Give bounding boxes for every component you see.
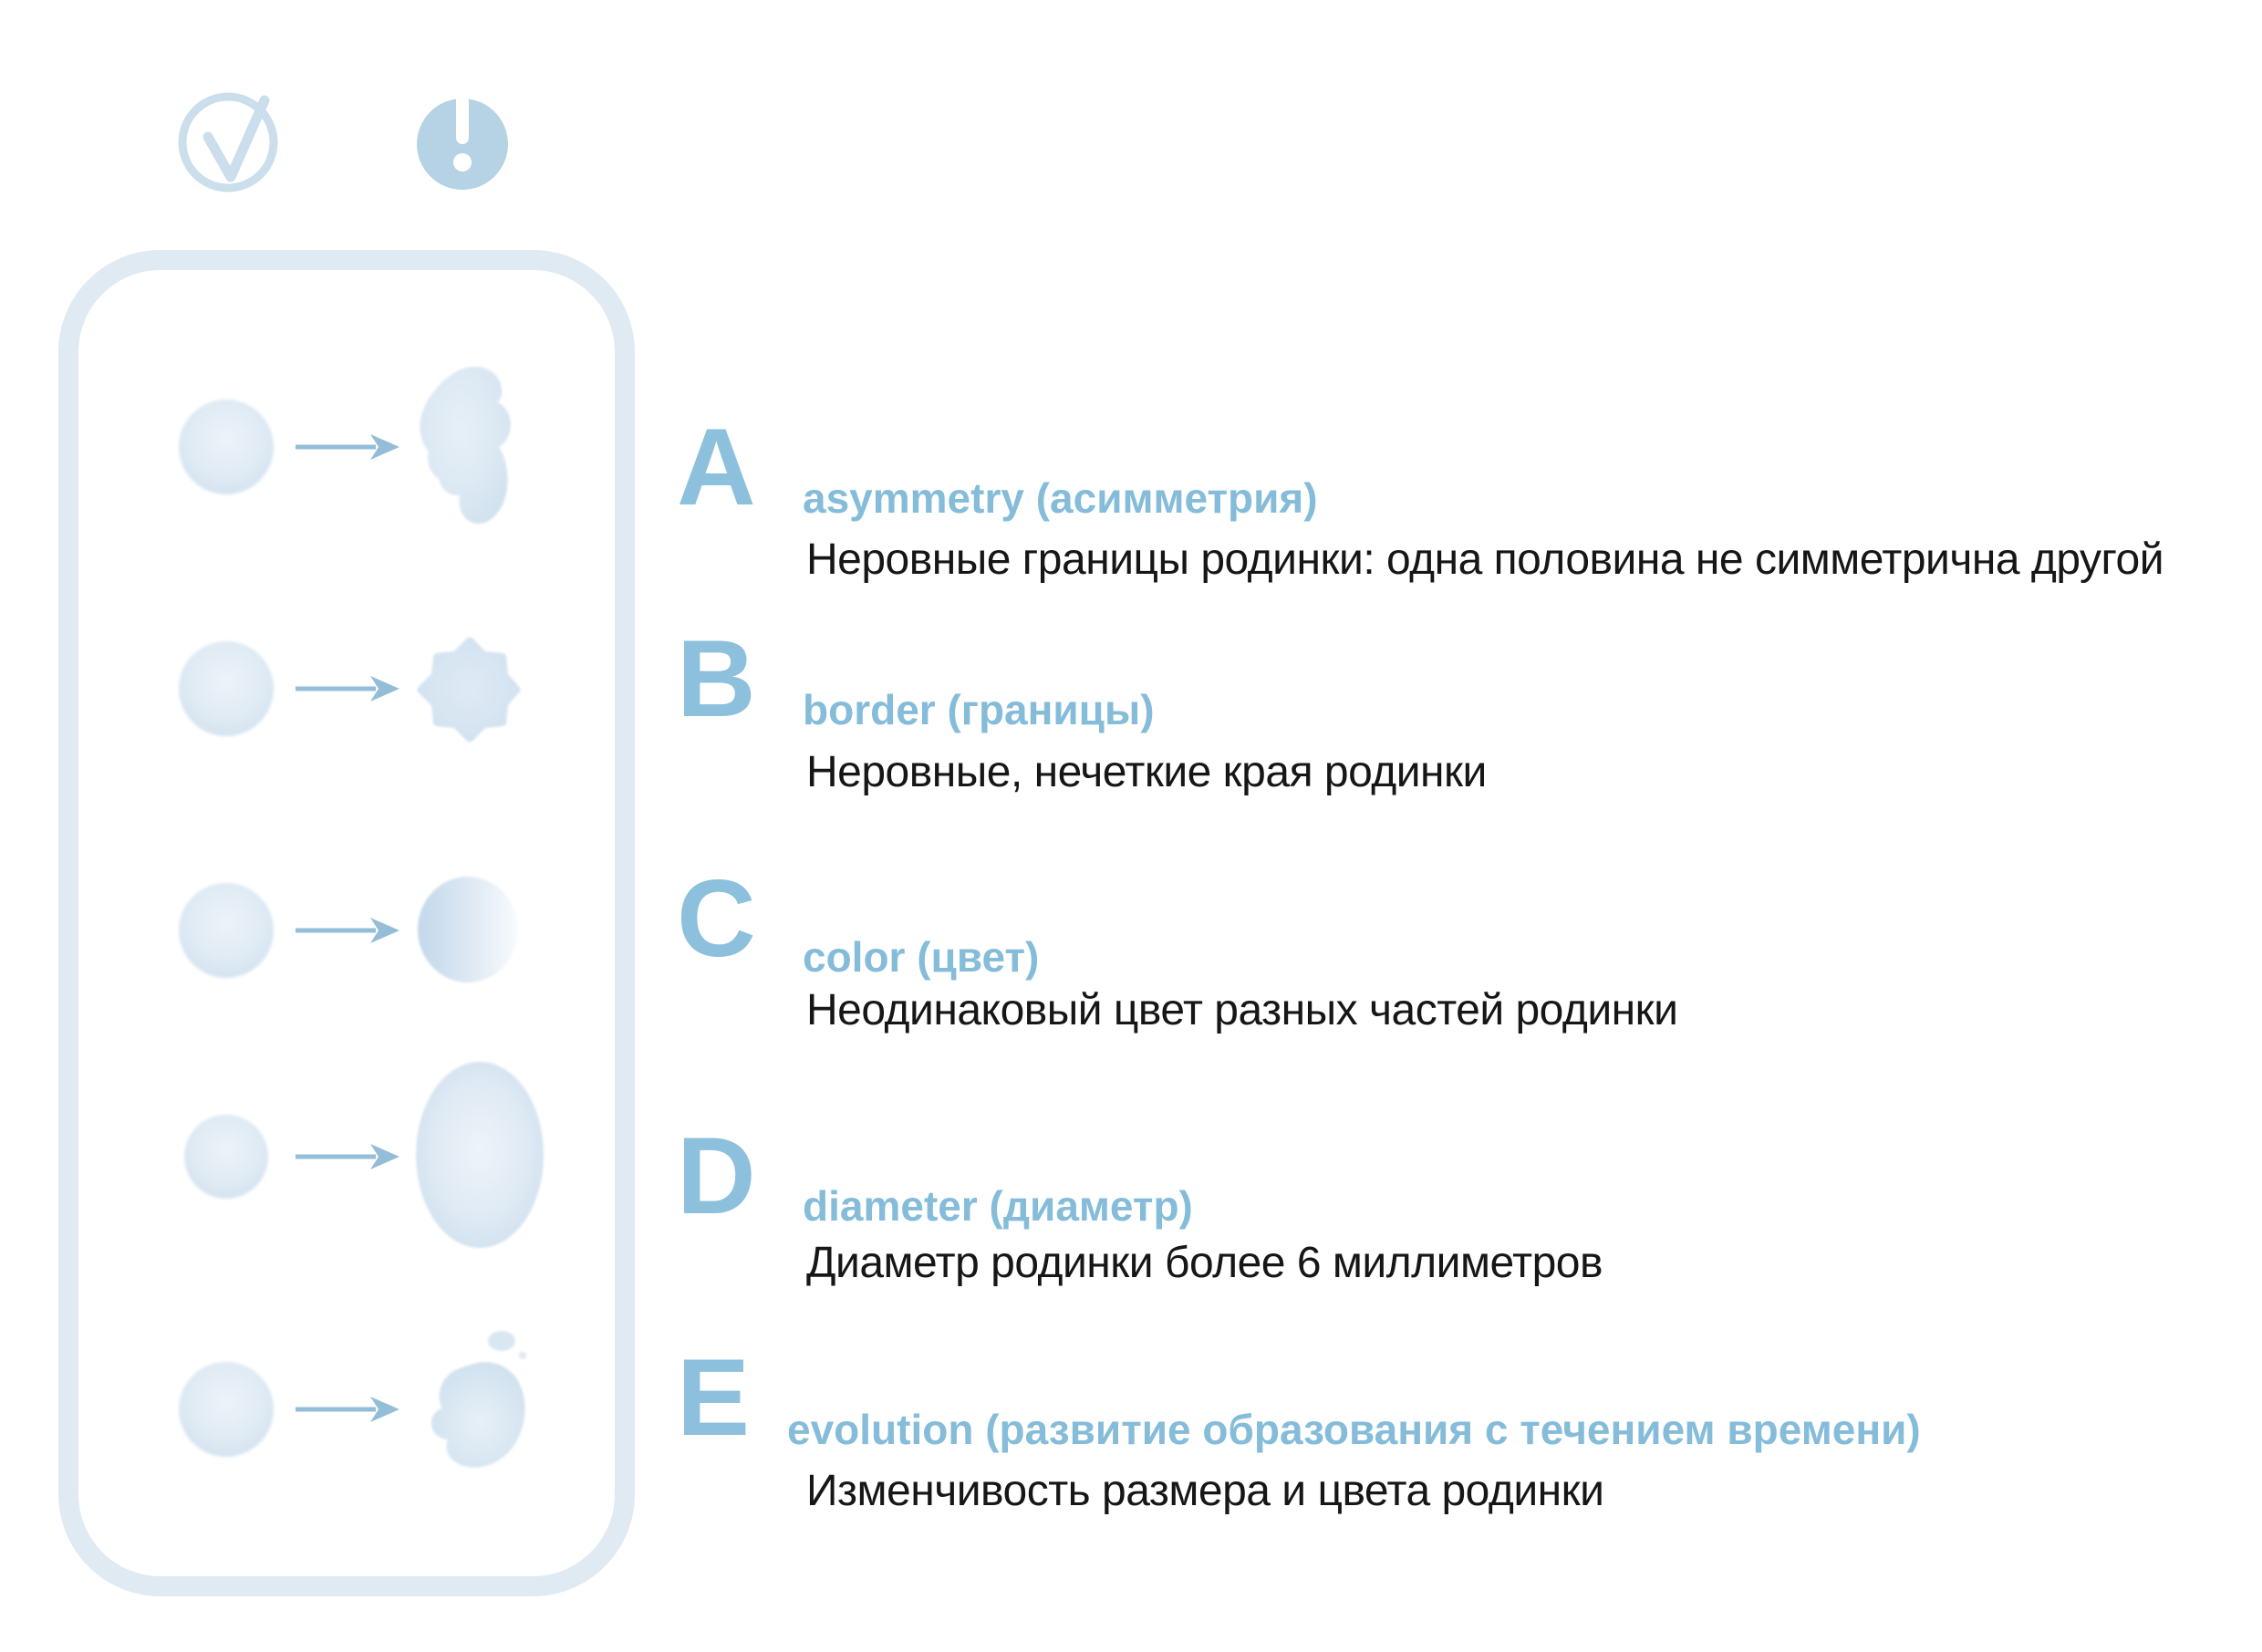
section-letter: E bbox=[677, 1336, 750, 1459]
check-circle-icon bbox=[178, 92, 278, 192]
section-letter: C bbox=[677, 857, 756, 980]
asymmetric-mole-icon bbox=[420, 367, 511, 525]
section-title: asymmetry (асимметрия) bbox=[803, 474, 1318, 522]
normal-mole-icon bbox=[179, 1362, 274, 1457]
mole-examples-panel bbox=[58, 250, 635, 1596]
arrow-icon bbox=[296, 918, 399, 943]
section-title: border (границы) bbox=[803, 686, 1155, 733]
section-description: Неодинаковый цвет разных частей родинки bbox=[806, 986, 1678, 1034]
arrow-icon bbox=[296, 1397, 399, 1422]
section-description: Неровные границы родинки: одна половина … bbox=[806, 535, 2164, 584]
large-diameter-mole-icon bbox=[416, 1062, 544, 1248]
normal-mole-icon bbox=[179, 400, 274, 494]
section-letter: B bbox=[677, 618, 756, 740]
color-gradient-mole-icon bbox=[418, 877, 518, 982]
evolving-mole-icon bbox=[431, 1331, 526, 1468]
section-description: Изменчивость размера и цвета родинки bbox=[806, 1467, 1604, 1515]
section-description: Диаметр родинки более 6 миллиметров bbox=[806, 1239, 1603, 1287]
arrow-icon bbox=[296, 434, 399, 460]
arrow-icon bbox=[296, 676, 399, 701]
section-letter: A bbox=[677, 406, 756, 528]
section-title: diameter (диаметр) bbox=[803, 1182, 1193, 1230]
normal-mole-icon bbox=[179, 641, 274, 736]
section-title: color (цвет) bbox=[803, 933, 1040, 981]
section-title: evolution (развитие образования с течени… bbox=[787, 1406, 1921, 1453]
normal-mole-icon bbox=[179, 883, 274, 978]
section-description: Неровные, нечеткие края родинки bbox=[806, 748, 1487, 796]
arrow-icon bbox=[296, 1144, 399, 1169]
jagged-border-mole-icon bbox=[417, 637, 521, 743]
exclamation-circle-icon bbox=[417, 73, 508, 190]
section-letter: D bbox=[677, 1115, 756, 1237]
normal-mole-icon bbox=[184, 1115, 268, 1199]
